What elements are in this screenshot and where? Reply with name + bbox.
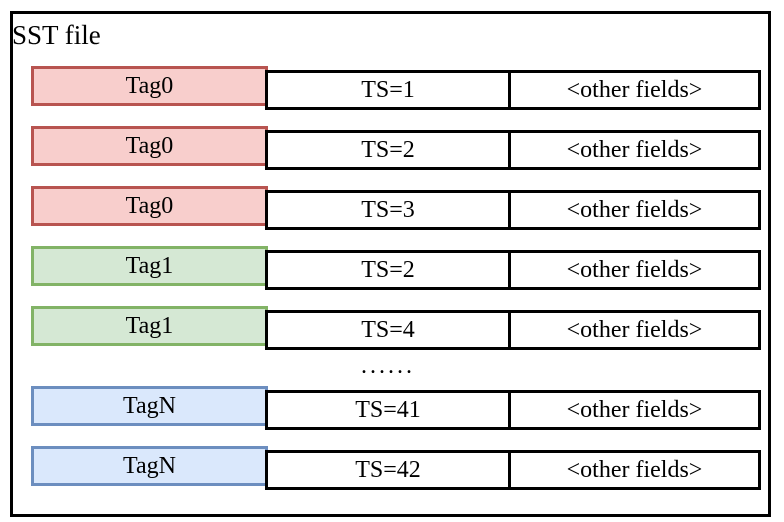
other-fields-cell: <other fields>: [508, 450, 761, 490]
timestamp-cell: TS=41: [265, 390, 511, 430]
tag-cell: Tag0: [31, 66, 268, 106]
ellipsis-row: ......: [361, 352, 415, 379]
tag-cell: Tag1: [31, 246, 268, 286]
timestamp-cell: TS=3: [265, 190, 511, 230]
other-fields-cell: <other fields>: [508, 190, 761, 230]
other-fields-cell: <other fields>: [508, 130, 761, 170]
timestamp-cell: TS=42: [265, 450, 511, 490]
other-fields-cell: <other fields>: [508, 250, 761, 290]
tag-cell: TagN: [31, 386, 268, 426]
timestamp-cell: TS=2: [265, 130, 511, 170]
other-fields-cell: <other fields>: [508, 310, 761, 350]
other-fields-cell: <other fields>: [508, 70, 761, 110]
timestamp-cell: TS=1: [265, 70, 511, 110]
other-fields-cell: <other fields>: [508, 390, 761, 430]
timestamp-cell: TS=2: [265, 250, 511, 290]
tag-cell: TagN: [31, 446, 268, 486]
sst-file-label: SST file: [12, 20, 101, 50]
timestamp-cell: TS=4: [265, 310, 511, 350]
tag-cell: Tag0: [31, 126, 268, 166]
tag-cell: Tag0: [31, 186, 268, 226]
tag-cell: Tag1: [31, 306, 268, 346]
